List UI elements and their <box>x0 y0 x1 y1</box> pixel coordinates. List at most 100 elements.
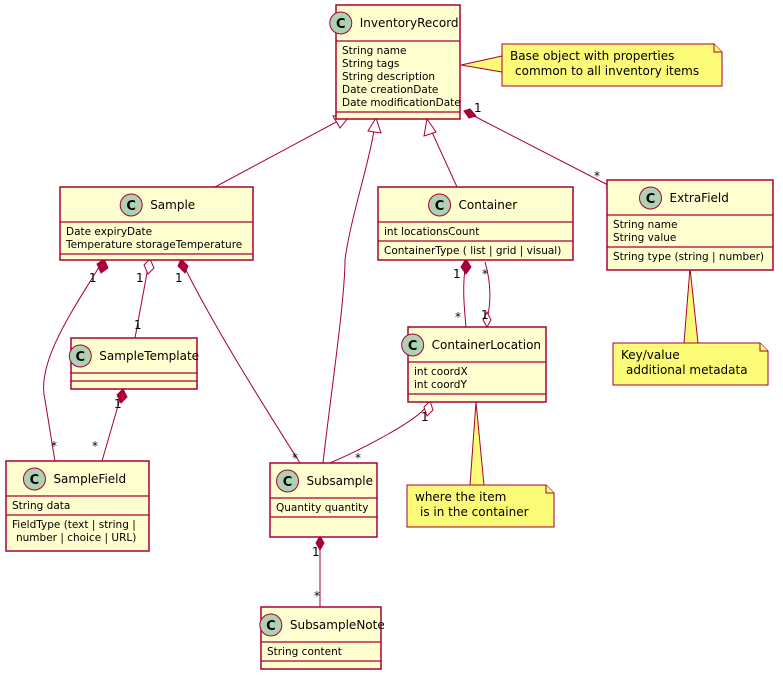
assoc-container-location-b <box>484 261 491 316</box>
class-icon-letter: C <box>283 475 293 490</box>
note-fold <box>545 485 554 494</box>
diamond-sample-samplefield <box>96 258 109 274</box>
class-name: Subsample <box>307 474 373 488</box>
mult-sample-template-far: 1 <box>134 318 142 332</box>
class-icon-letter: C <box>435 199 445 214</box>
class-name: ExtraField <box>670 191 729 205</box>
mult-container-loc-a-far: * <box>455 310 461 324</box>
class-icon-letter: C <box>266 619 276 634</box>
class-box-subsample <box>269 462 378 538</box>
class-field: int coordY <box>414 379 467 391</box>
class-icon <box>401 333 425 357</box>
class-icon-letter: C <box>336 17 346 32</box>
mult-loc-subsample-near: 1 <box>421 410 429 424</box>
mult-subsample-note-far: * <box>314 589 320 603</box>
note-box <box>501 43 723 87</box>
class-field: Date modificationDate <box>342 97 461 109</box>
note-fold <box>713 44 722 53</box>
note-fold <box>759 343 768 352</box>
multiplicities: 1 * 1 * 1 1 1 * 1 * 1 * * 1 1 * 1 * <box>51 101 600 603</box>
note-line: is in the container <box>420 505 529 519</box>
class-name: Sample <box>150 198 195 212</box>
class-field: String value <box>613 232 676 244</box>
diamond-container-location <box>460 258 472 275</box>
class-name: Container <box>459 198 518 212</box>
class-box-extrafield <box>606 179 774 271</box>
assoc-sample-template <box>134 261 150 339</box>
inherit-sample <box>214 119 341 188</box>
mult-sample-field-far: * <box>51 439 57 453</box>
note-anchor-inventory <box>460 55 503 73</box>
class-method: String type (string | number) <box>613 251 764 263</box>
class-box-inventoryrecord <box>335 4 461 120</box>
class-field: String data <box>12 500 70 512</box>
class-field: Temperature storageTemperature <box>65 239 242 251</box>
diamond-ir-extrafield <box>463 108 477 119</box>
connectors <box>43 55 699 607</box>
class-field: Date creationDate <box>342 84 438 96</box>
inherit-arrow-subsample <box>367 116 382 134</box>
class-icon <box>428 193 452 217</box>
mult-container-loc-b-far: 1 <box>481 308 489 322</box>
note-line: common to all inventory items <box>515 64 699 78</box>
class-icon <box>22 467 46 491</box>
class-method: ContainerType ( list | grid | visual) <box>384 245 561 257</box>
mult-template-field-near: 1 <box>114 397 122 411</box>
class-name: SampleTemplate <box>99 349 199 363</box>
note-line: additional metadata <box>626 363 748 377</box>
class-field: Quantity quantity <box>276 502 369 514</box>
class-field: int locationsCount <box>384 226 479 238</box>
class-icon <box>259 613 283 637</box>
note-anchor-extrafield <box>683 267 699 344</box>
class-name: ContainerLocation <box>432 338 541 352</box>
class-box-sample <box>59 186 254 261</box>
class-name: SubsampleNote <box>290 618 385 632</box>
note-anchor-location <box>469 401 485 486</box>
mult-loc-subsample-far: * <box>355 451 361 465</box>
class-method: FieldType (text | string | <box>12 519 136 531</box>
mult-ir-extra-far: * <box>594 169 600 183</box>
class-icon <box>68 344 92 368</box>
class-icon-letter: C <box>646 192 656 207</box>
class-name: SampleField <box>53 472 126 486</box>
assoc-location-subsample <box>329 403 429 464</box>
class-box-containerlocation <box>407 326 547 403</box>
inherit-subsample <box>322 129 375 464</box>
class-icon-letter: C <box>76 350 86 365</box>
diamond-sample-subsample <box>177 258 189 274</box>
assoc-ir-extrafield <box>471 114 609 186</box>
mult-ir-extra-near: 1 <box>474 101 482 115</box>
class-field: String name <box>342 45 406 57</box>
diamond-sample-template <box>143 258 155 275</box>
class-box-subsamplenote <box>260 606 382 670</box>
mult-subsample-note-near: 1 <box>312 545 320 559</box>
mult-container-loc-a-near: 1 <box>453 267 461 281</box>
mult-sample-template-near: 1 <box>136 271 144 285</box>
note-line: Base object with properties <box>510 49 674 63</box>
class-icon <box>276 469 300 493</box>
class-icon <box>119 193 143 217</box>
inherit-container <box>430 129 458 188</box>
note-box <box>612 342 769 386</box>
class-name: InventoryRecord <box>360 16 459 30</box>
diamond-location-container <box>482 310 492 329</box>
diamond-template-samplefield <box>116 388 128 404</box>
note-line: Key/value <box>621 348 680 362</box>
class-field: String tags <box>342 58 399 70</box>
class-container: C Container int locationsCountContainerTyp… <box>377 186 574 261</box>
mult-sample-subsample-far: * <box>292 451 298 465</box>
note-line: where the item <box>415 490 506 504</box>
class-field: String description <box>342 71 435 83</box>
assoc-sample-samplefield <box>43 261 103 462</box>
class-box-container <box>377 186 574 261</box>
